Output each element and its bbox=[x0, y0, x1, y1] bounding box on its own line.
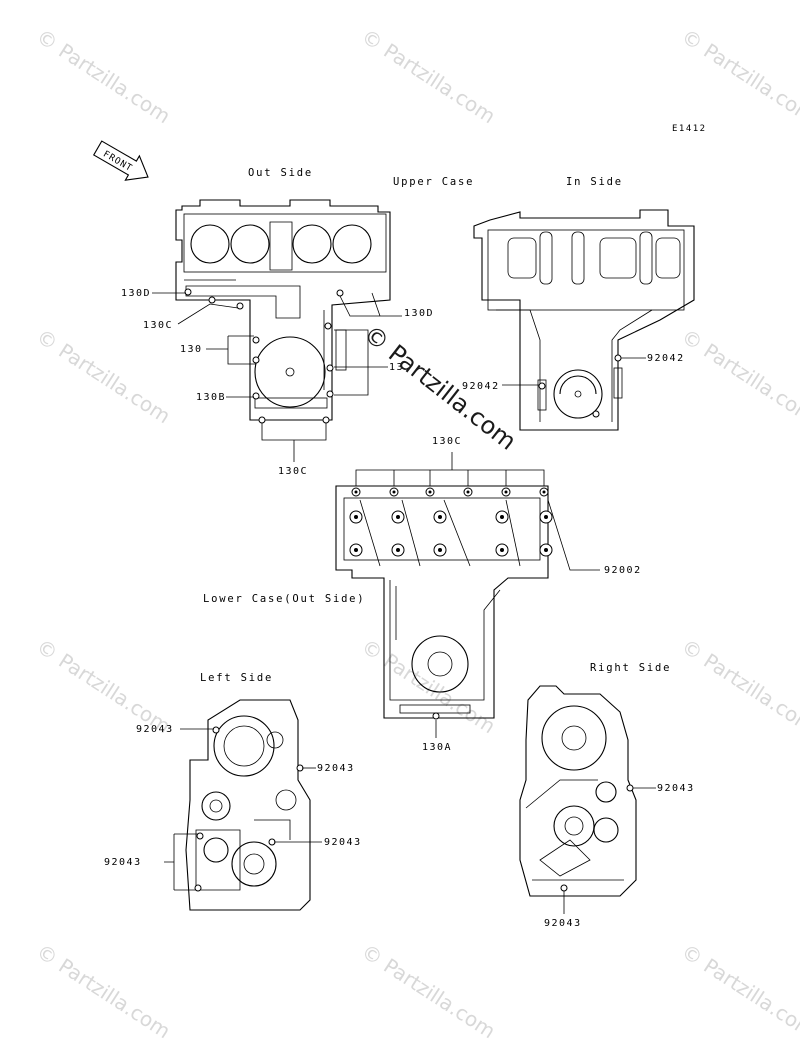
watermark: © Partzilla.com bbox=[32, 634, 175, 738]
callout-130: 130 bbox=[180, 344, 203, 355]
front-arrow-icon: FRONT bbox=[92, 140, 149, 181]
callout-92043-left-top: 92043 bbox=[136, 724, 174, 735]
callout-130d-left: 130D bbox=[121, 288, 151, 299]
right-side-view: 92043 92043 bbox=[519, 685, 695, 929]
watermark: © Partzilla.com bbox=[357, 634, 500, 738]
left-side-view: 92043 92043 92043 92043 bbox=[104, 699, 362, 911]
callout-92042-right: 92042 bbox=[647, 353, 685, 364]
lower-case-out-side: 130C 92002 130A bbox=[335, 436, 642, 753]
title-out-side: Out Side bbox=[248, 167, 313, 179]
callout-92002: 92002 bbox=[604, 565, 642, 576]
callout-130d-right: 130D bbox=[404, 308, 434, 319]
callout-92042-left: 92042 bbox=[462, 381, 500, 392]
callout-130c-upper: 130C bbox=[143, 320, 173, 331]
callout-130b: 130B bbox=[196, 392, 226, 403]
watermark: © Partzilla.com bbox=[677, 324, 800, 428]
callout-92043-left-bot: 92043 bbox=[104, 857, 142, 868]
title-lower-case: Lower Case(Out Side) bbox=[203, 593, 365, 605]
lower-case-bolts bbox=[349, 487, 553, 720]
title-upper-case: Upper Case bbox=[393, 176, 474, 188]
watermark: © Partzilla.com bbox=[677, 24, 800, 128]
callout-130a: 130A bbox=[422, 742, 452, 753]
callout-92043-left-mid: 92043 bbox=[317, 763, 355, 774]
callout-130c-lower: 130C bbox=[432, 436, 462, 447]
upper-case-in-side: 92042 92042 bbox=[462, 209, 695, 431]
watermark: © Partzilla.com bbox=[677, 634, 800, 738]
watermark: © Partzilla.com bbox=[32, 939, 175, 1043]
title-in-side: In Side bbox=[566, 176, 623, 188]
callout-130c-bottom: 130C bbox=[278, 466, 308, 477]
watermark: © Partzilla.com bbox=[357, 24, 500, 128]
callout-13: 13 bbox=[389, 362, 404, 373]
callout-92043-left-low: 92043 bbox=[324, 837, 362, 848]
title-right-side: Right Side bbox=[590, 662, 671, 674]
watermark: © Partzilla.com bbox=[677, 939, 800, 1043]
diagram-code: E1412 bbox=[672, 124, 707, 134]
callout-92043-right-mid: 92043 bbox=[657, 783, 695, 794]
upper-case-out-side: 130D 130C 130D 130 13 130B 130C bbox=[121, 199, 434, 477]
out-side-bolts bbox=[184, 288, 344, 424]
title-left-side: Left Side bbox=[200, 672, 273, 684]
watermark: © Partzilla.com bbox=[32, 24, 175, 128]
watermark: © Partzilla.com bbox=[357, 939, 500, 1043]
callout-92043-right-bot: 92043 bbox=[544, 918, 582, 929]
watermark: © Partzilla.com bbox=[32, 324, 175, 428]
